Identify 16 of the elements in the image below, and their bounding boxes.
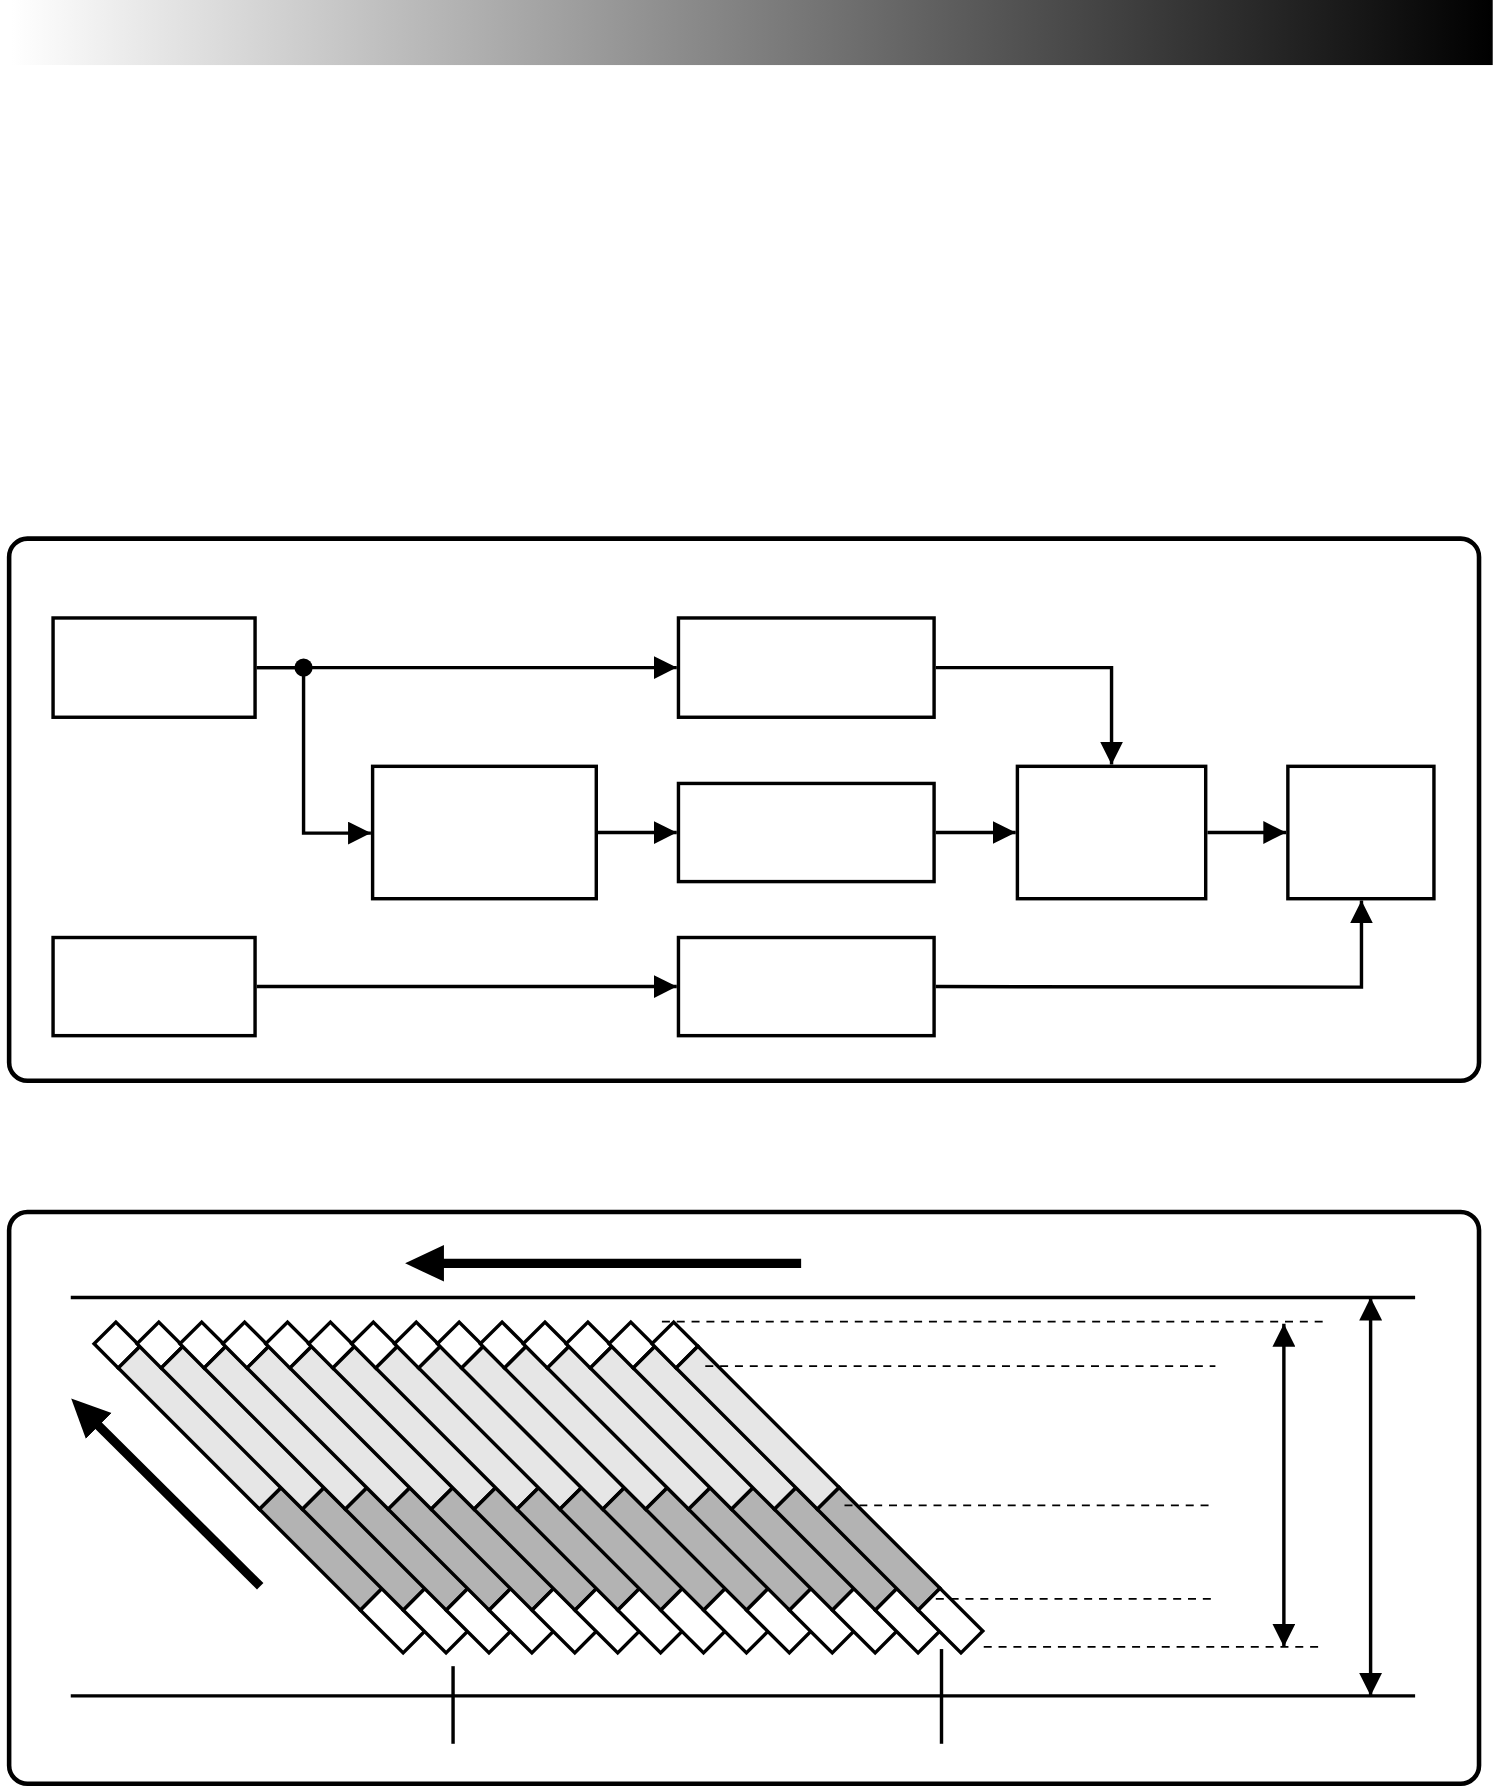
- block: [51, 616, 257, 719]
- arrow: [935, 900, 1373, 989]
- arrow: [935, 821, 1016, 844]
- block: [1015, 764, 1208, 901]
- block: [1286, 764, 1436, 901]
- block: [676, 935, 936, 1038]
- arrow: [256, 665, 371, 845]
- arrow: [1207, 821, 1287, 844]
- arrow: [256, 975, 677, 998]
- arrow: [598, 821, 677, 844]
- block: [676, 781, 936, 884]
- arrow: [935, 665, 1123, 765]
- block: [51, 935, 257, 1038]
- block: [370, 764, 598, 901]
- block: [676, 616, 936, 719]
- diagram-panel: [6, 536, 1482, 1083]
